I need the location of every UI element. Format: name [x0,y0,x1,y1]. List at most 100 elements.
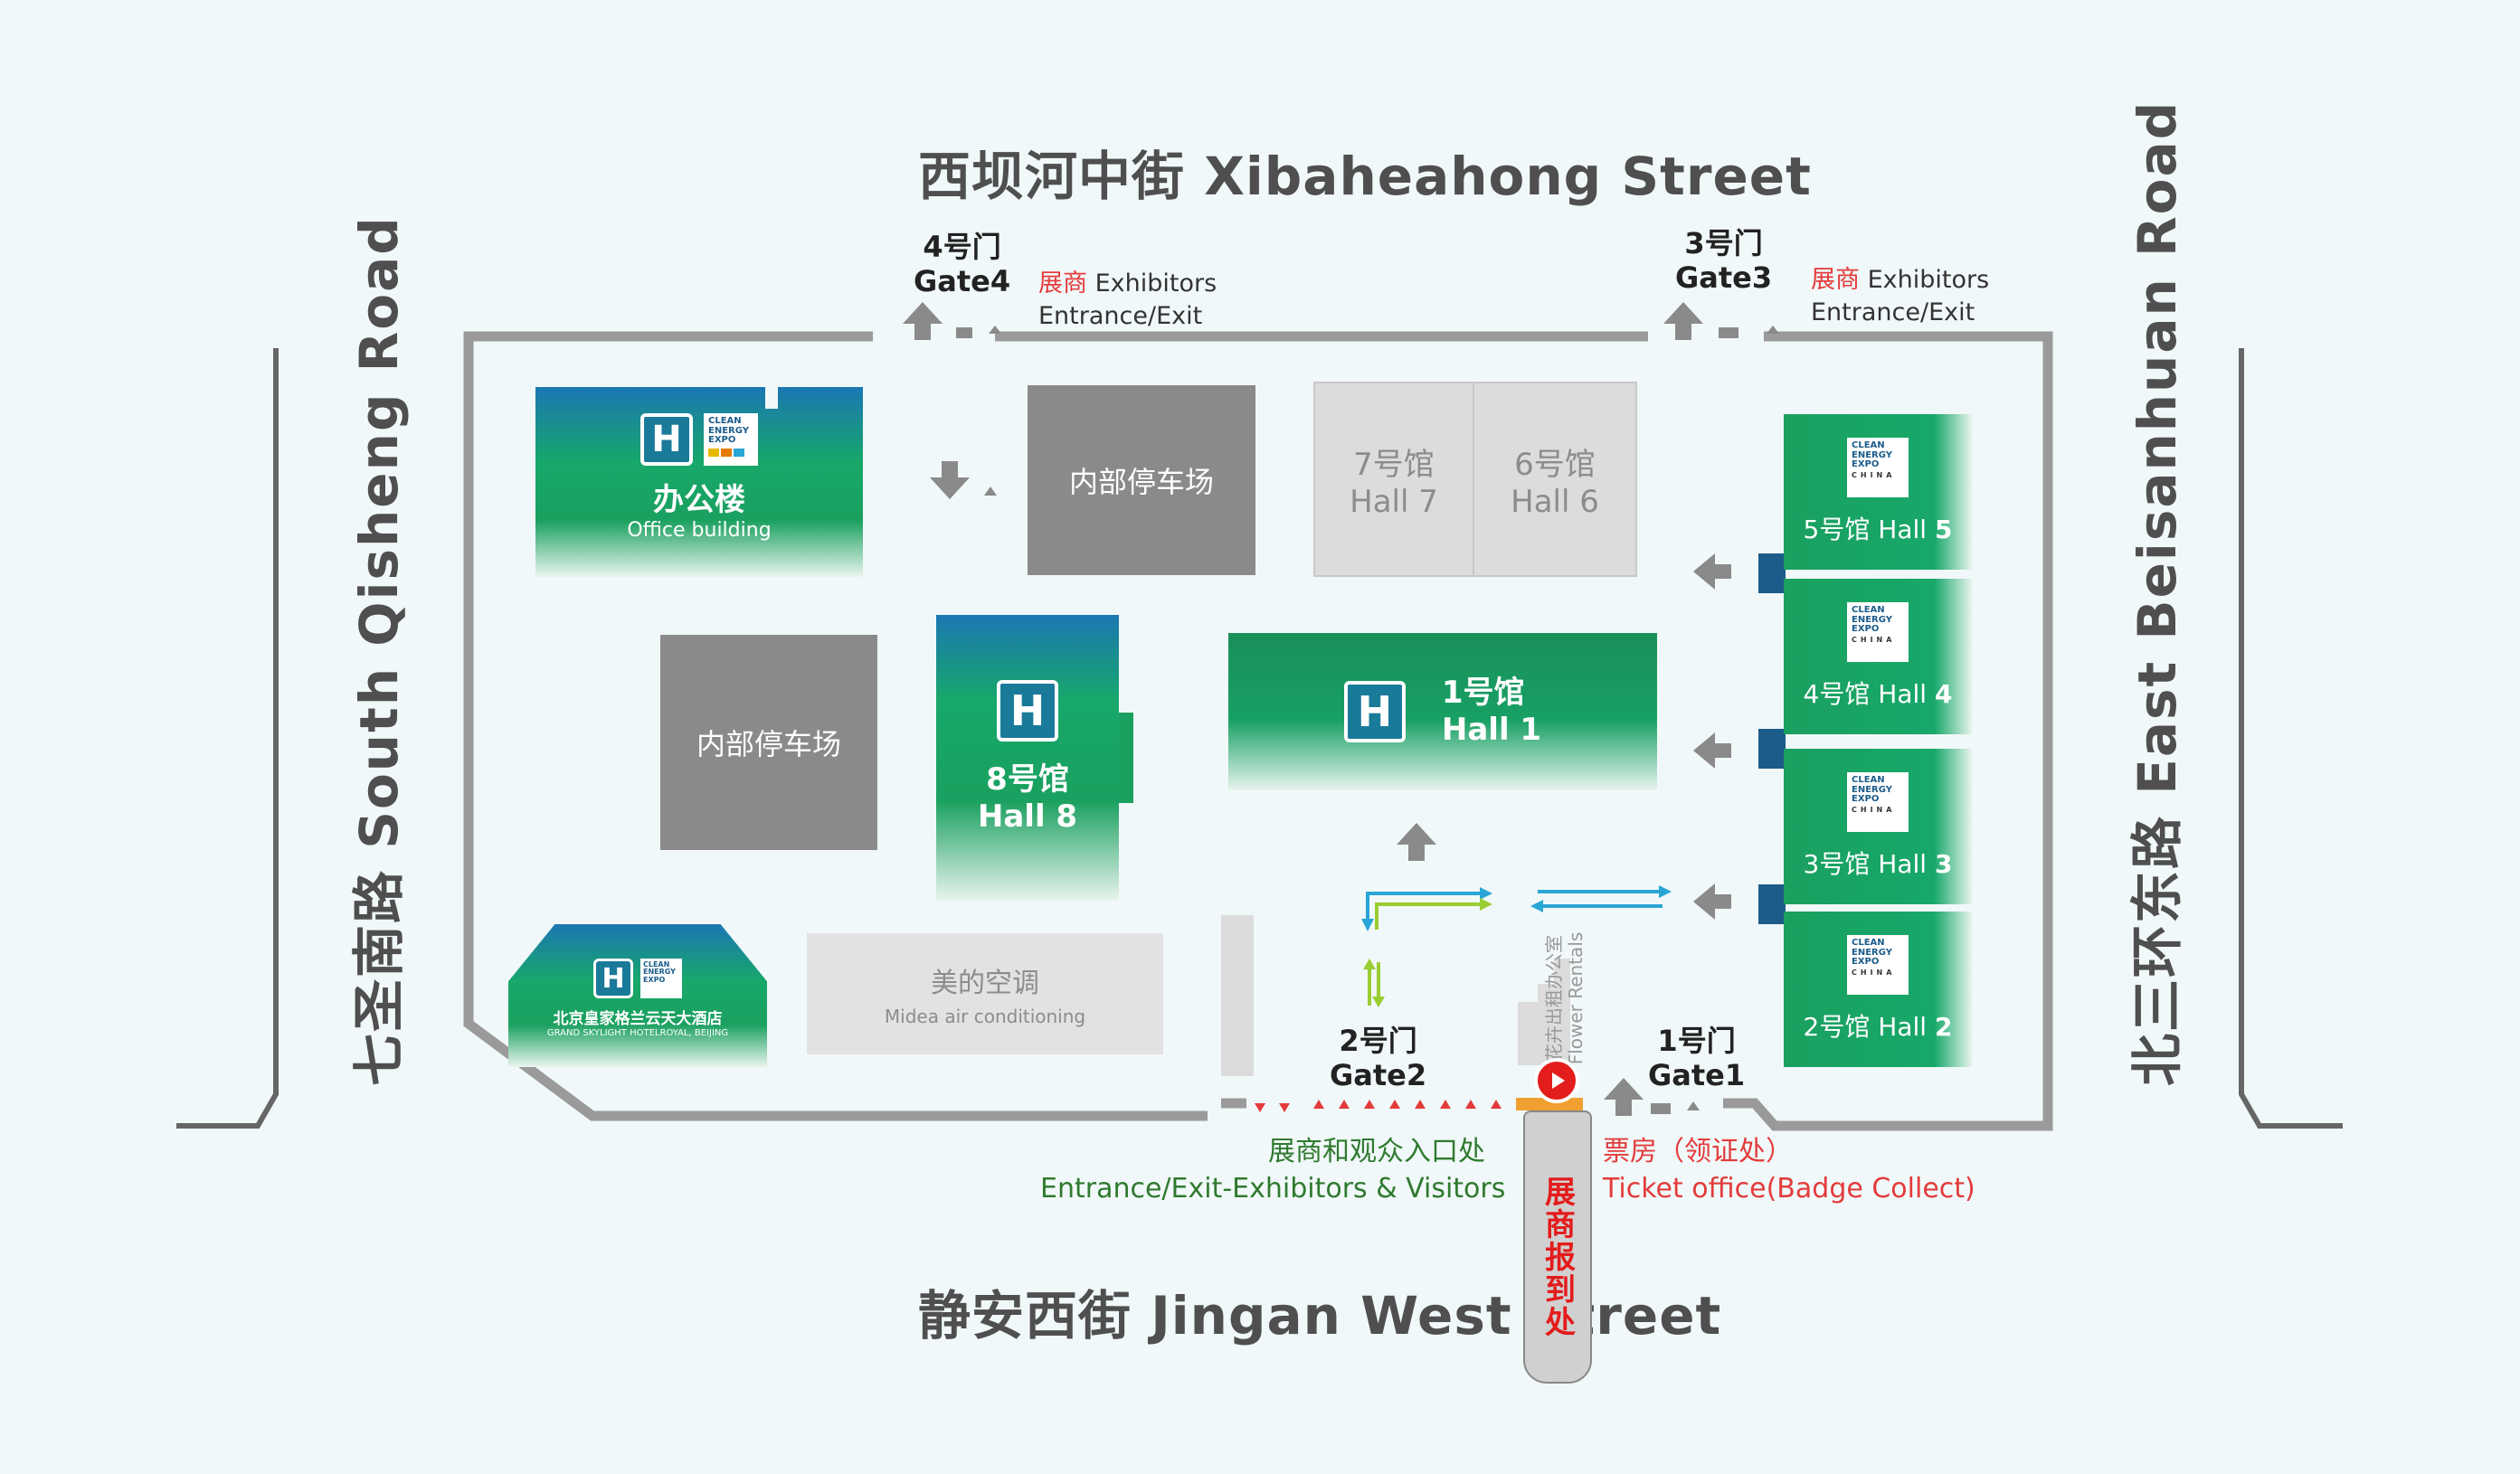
gate4-note-text1: Exhibitors [1087,269,1217,298]
venue-wall [463,331,1208,1121]
parking-top[interactable]: 内部停车场 [1028,385,1255,575]
gate4-en: Gate4 [914,264,1011,299]
gate4-note: 展商 Exhibitors Entrance/Exit [1038,268,1217,334]
hall-6[interactable]: 6号馆 Hall 6 [1473,382,1637,577]
flower-rental-label: 花卉出租办公室 Flower Rentals [1543,917,1587,1080]
gate2-red-arrows [1255,1100,1502,1112]
hall6-en: Hall 6 [1511,483,1599,520]
gate3-note-red: 展商 [1811,266,1860,294]
gate3-en: Gate3 [1675,260,1773,296]
gate3-cn: 3号门 [1684,226,1763,260]
parking-left[interactable]: 内部停车场 [660,635,877,850]
parking-small-arrow [984,487,997,496]
east-road-name: 北三环东路 East Beisanhuan Road [2127,99,2188,1086]
hall1-cn: 1号馆 [1441,675,1525,712]
gate4-mark [956,327,972,338]
gate-3: 3号门 Gate3 [1675,226,1772,296]
hall4-connector [1758,729,1786,769]
west-road-name: 七圣南路 South Qisheng Road [348,215,410,1086]
gate4-arrow [903,302,943,340]
hall7-en: Hall 7 [1350,483,1438,520]
hall4-label: 4号馆 Hall 4 [1803,679,1953,709]
registration-pin-icon[interactable] [1534,1058,1579,1103]
flower-cn: 花卉出租办公室 [1543,935,1565,1062]
hall2-label: 2号馆 Hall 2 [1803,1012,1953,1042]
east-road-line [2239,348,2343,1129]
gate-arrows [903,302,1779,1116]
gate1-en: Gate1 [1648,1058,1746,1093]
office-en: Office building [627,518,772,542]
flow-arrows [1361,885,1672,1007]
h2-logo-icon: H [593,959,633,998]
hall5-connector [1758,553,1786,593]
hall3-label: 3号馆 Hall 3 [1803,849,1953,879]
south-street-name: 静安西街 Jingan West Street [918,1285,1722,1346]
gate2-cn: 2号门 [1339,1024,1417,1058]
parking-down-arrow [930,461,970,499]
hall1-up-arrow [1397,823,1436,861]
hall8-en: Hall 8 [977,798,1078,835]
registration-label: 展商报到处 [1539,1176,1576,1338]
gate4-note-red: 展商 [1038,269,1087,298]
gate3-note-text2: Entrance/Exit [1811,298,1975,327]
gate2-pillar [1221,915,1254,1076]
hall7-cn: 7号馆 [1353,446,1435,483]
gate4-small-arrow [989,326,1001,334]
hotel-cn: 北京皇家格兰云天大酒店 [553,1010,723,1028]
gate3-mark [1719,327,1738,338]
gate3-arrow [1663,302,1703,340]
h2-logo-icon: H [1343,681,1406,742]
gate1-arrow [1604,1078,1644,1116]
west-road-line [176,348,279,1129]
ticket-office-label: 票房（领证处） Ticket office(Badge Collect) [1603,1134,1975,1207]
hall5-label: 5号馆 Hall 5 [1803,515,1953,544]
office-cn: 办公楼 [653,482,745,519]
h2-logo-icon: H [997,680,1058,742]
venue-wall-ne [1723,331,2053,1131]
flower-rental-building [1518,959,1570,1065]
h2-logo-icon: H [640,413,693,467]
gate3-note: 展商 Exhibitors Entrance/Exit [1811,264,1989,330]
north-street-name: 西坝河中街 Xibaheahong Street [918,146,1812,207]
hall-7[interactable]: 7号馆 Hall 7 [1313,382,1474,577]
hall8-cn: 8号馆 [986,761,1069,798]
hall-8[interactable]: H 8号馆 Hall 8 [936,615,1119,901]
gate3-small-arrow [1767,326,1779,334]
gate-1: 1号门 Gate1 [1648,1024,1745,1093]
hall4-arrow [1693,732,1731,769]
gate1-cn: 1号门 [1657,1024,1736,1058]
gate1-small-arrow [1687,1101,1700,1110]
gate2-en: Gate2 [1330,1058,1427,1093]
midea-cn: 美的空调 [931,968,1039,999]
hall1-en: Hall 1 [1441,712,1542,748]
midea-building[interactable]: 美的空调 Midea air conditioning [807,933,1163,1054]
hall-1[interactable]: H 1号馆 Hall 1 [1228,633,1657,790]
gate4-note-text2: Entrance/Exit [1038,302,1203,331]
ticket-en: Ticket office(Badge Collect) [1603,1172,1975,1205]
hall8-annex [1119,713,1133,803]
flower-en: Flower Rentals [1565,931,1587,1065]
main-entrance-en: Entrance/Exit-Exhibitors & Visitors [1040,1172,1506,1205]
ticket-cn: 票房（领证处） [1603,1136,1793,1167]
main-entrance-label: 展商和观众入口处 Entrance/Exit-Exhibitors & Visi… [1040,1134,1506,1207]
hall3-connector [1758,884,1786,924]
hall3-arrow [1693,883,1731,920]
main-entrance-cn: 展商和观众入口处 [1268,1136,1485,1167]
gate1-mark [1651,1103,1671,1114]
gate4-cn: 4号门 [923,230,1001,264]
registration-desk[interactable]: 展商报到处 [1523,1110,1592,1384]
hall6-cn: 6号馆 [1514,446,1596,483]
